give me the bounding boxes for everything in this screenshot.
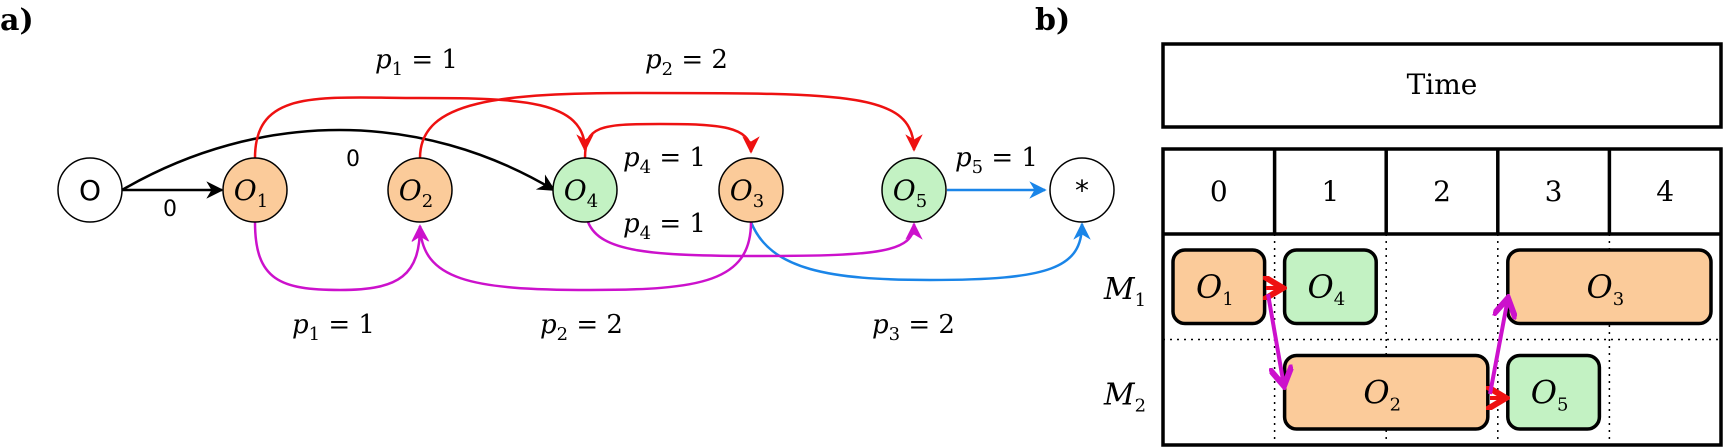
- node-circle: [881, 157, 947, 223]
- edge-o1-o4: [253, 96, 594, 159]
- graph-edges: [121, 91, 1091, 292]
- node-sink: *: [1049, 157, 1115, 223]
- edge-o3-sink: [749, 221, 1091, 282]
- edge-o3-o2: [411, 221, 753, 292]
- time-cell-3: 3: [1545, 175, 1563, 208]
- edge-label-red-p2: p2 = 2: [645, 45, 728, 80]
- edge-label-zero-bottom: 0: [163, 197, 177, 222]
- node-label: O1: [234, 174, 268, 212]
- node-label: O: [79, 174, 101, 207]
- time-header-box: [1161, 42, 1723, 129]
- edge-o4-o5: [586, 221, 923, 258]
- gantt-block-o1: O1: [1171, 248, 1267, 326]
- edge-label-mag-p4: p4 = 1: [623, 209, 706, 244]
- node-circle: [222, 157, 288, 223]
- edge-label-red-p1: p1 = 1: [375, 45, 458, 80]
- edge-label-zero-top: 0: [346, 147, 360, 172]
- node-circle: [718, 157, 784, 223]
- edge-o1-o2: [253, 221, 429, 292]
- node-label: O5: [893, 174, 927, 212]
- time-cell-4: 4: [1656, 175, 1674, 208]
- node-o4: O4: [552, 157, 618, 223]
- gantt-block-label: O5: [1531, 373, 1569, 415]
- gantt-block-label: O3: [1587, 268, 1625, 310]
- node-label: *: [1075, 174, 1089, 207]
- edge-label-mag-p2: p2 = 2: [540, 310, 623, 345]
- node-o3: O3: [718, 157, 784, 223]
- schedule-arrows: [1266, 288, 1508, 398]
- edge-o4-o3: [583, 122, 760, 159]
- gantt-block-label: O2: [1363, 373, 1401, 415]
- time-cell-0: 0: [1210, 175, 1228, 208]
- gantt-block-o3: O3: [1506, 248, 1713, 326]
- node-circle: [387, 157, 453, 223]
- gantt-block-o4: O4: [1282, 248, 1378, 326]
- node-o2: O2: [387, 157, 453, 223]
- node-source: O: [57, 157, 123, 223]
- node-label: O4: [564, 174, 598, 212]
- time-header-label: Time: [1407, 68, 1478, 101]
- edge-o2-o5: [418, 91, 923, 159]
- node-circle: [1049, 157, 1115, 223]
- gantt-block-o2: O2: [1282, 353, 1490, 431]
- edge-label-red-p4: p4 = 1: [623, 143, 706, 178]
- node-circle: [552, 157, 618, 223]
- edge-label-mag-p1: p1 = 1: [292, 310, 375, 345]
- gantt-block-o5: O5: [1506, 353, 1602, 431]
- gantt-block-label: O1: [1196, 268, 1234, 310]
- edge-label-blue-p5: p5 = 1: [955, 143, 1038, 178]
- machine-label-m2: M2: [1103, 377, 1146, 416]
- node-circle: [57, 157, 123, 223]
- machine-label-m1: M1: [1103, 272, 1146, 311]
- panel-label-a: a): [0, 3, 34, 38]
- time-cell-1: 1: [1321, 175, 1339, 208]
- gantt-block-rect: [1506, 248, 1713, 326]
- arrow-o1-o2: [1266, 293, 1284, 386]
- node-o5: O5: [881, 157, 947, 223]
- edge-label-blue-p3: p3 = 2: [872, 310, 955, 345]
- graph-nodes: O O1 O2 O4 O3 O5 *: [57, 157, 1115, 223]
- panel-label-b: b): [1035, 3, 1070, 38]
- node-label: O2: [399, 174, 433, 212]
- arrow-o3-o2: [1488, 298, 1508, 395]
- node-label: O3: [730, 174, 764, 212]
- gantt-block-label: O4: [1308, 268, 1346, 310]
- node-o1: O1: [222, 157, 288, 223]
- time-cell-2: 2: [1433, 175, 1451, 208]
- edge-source-o4: [121, 128, 556, 192]
- time-cells: 0 1 2 3 4: [1210, 149, 1674, 234]
